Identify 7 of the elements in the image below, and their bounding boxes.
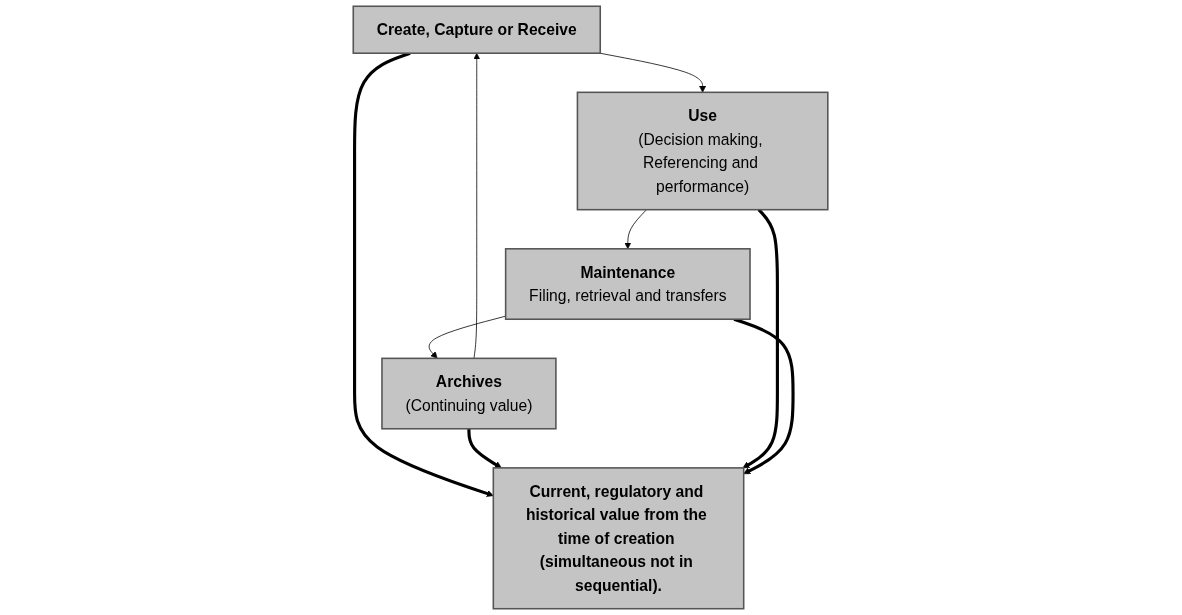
arrow [467, 428, 503, 469]
arrow [743, 208, 780, 469]
node-box: Use (Decision making, Referencing and performance) [577, 91, 830, 211]
node-box: Current, regulatory and historical value from the time of creation (simultaneous not in sequential). [493, 467, 745, 610]
node-box: Archives (Continuing value) [381, 357, 558, 430]
node-box: Create, Capture or Receive [352, 5, 602, 54]
node-box: Maintenance Filing, retrieval and transfers [505, 248, 752, 320]
